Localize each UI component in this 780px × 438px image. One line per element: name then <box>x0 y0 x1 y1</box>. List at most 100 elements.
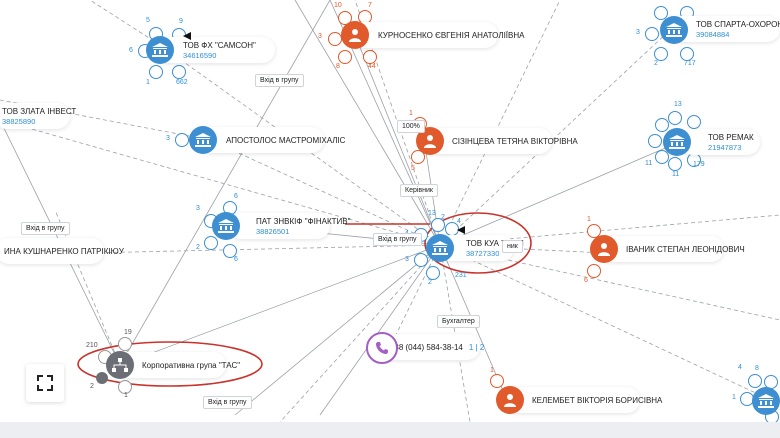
count: 1 <box>587 216 591 223</box>
kua-badge[interactable] <box>426 266 440 280</box>
remak-badge[interactable] <box>655 118 669 132</box>
remak-badge[interactable] <box>648 134 662 148</box>
edge-label-head-partial[interactable]: ник <box>502 240 523 253</box>
expand-button[interactable] <box>26 364 64 402</box>
count: 6 <box>234 256 238 263</box>
count: 13 <box>674 101 682 108</box>
node-label-zlata[interactable]: ТОВ ЗЛАТА ІНВЕСТ 38825890 <box>0 103 76 129</box>
samson-badge[interactable] <box>149 65 163 79</box>
count: 1 <box>490 367 494 374</box>
count: 8 <box>336 63 340 70</box>
person-icon <box>598 243 610 256</box>
arrow-icon <box>457 226 465 234</box>
company-node-bottom-right[interactable] <box>752 387 780 415</box>
count: 2 <box>654 60 658 67</box>
arrow-icon <box>183 32 191 40</box>
company-node-samson[interactable] <box>146 36 174 64</box>
count: 2 <box>196 244 200 251</box>
person-node-ivanyk[interactable] <box>590 235 618 263</box>
count: 5 <box>146 17 150 24</box>
sparta-badge[interactable] <box>654 6 668 20</box>
phone-node[interactable] <box>366 332 398 364</box>
node-label-ivanyk[interactable]: ІВАНИК СТЕПАН ЛЕОНІДОВИЧ <box>598 236 745 262</box>
org-chart-icon <box>112 358 128 372</box>
person-node-kurosenko[interactable] <box>341 21 369 49</box>
company-node-sparta[interactable] <box>660 16 688 44</box>
company-node-finaktyv[interactable] <box>212 212 240 240</box>
samson-badge[interactable] <box>172 65 186 79</box>
bank-icon <box>218 219 234 233</box>
edge-label-group-entry[interactable]: Вхід в групу <box>373 233 422 246</box>
node-label-finaktyv[interactable]: ПАТ ЗНВКІФ "ФІНАКТИВ" 38826501 <box>228 213 350 239</box>
bank-icon <box>195 133 211 147</box>
edge-label-share[interactable]: 100% <box>397 120 425 133</box>
count: 1 <box>732 394 736 401</box>
node-label-remak[interactable]: ТОВ РЕМАК 21947873 <box>680 129 760 155</box>
finaktyv-badge[interactable] <box>204 236 218 250</box>
node-label-kushnarenko[interactable]: ИНА КУШНАРЕНКО ПАТРІКІЮУ <box>0 238 124 264</box>
phone-pager[interactable]: 1 | 2 <box>468 342 485 352</box>
node-label-samson[interactable]: ТОВ ФХ "САМСОН" 34616590 <box>155 37 275 63</box>
sparta-badge[interactable] <box>645 27 659 41</box>
count: 3 <box>405 256 409 263</box>
syzintseva-badge[interactable] <box>411 150 425 164</box>
count: 231 <box>455 272 467 279</box>
edge-label-head[interactable]: Керівник <box>400 184 438 197</box>
finaktyv-badge[interactable] <box>223 244 237 258</box>
count: 10 <box>334 2 342 9</box>
remak-badge[interactable] <box>668 157 682 171</box>
kurosenko-badge[interactable] <box>363 50 377 64</box>
edge-label-group-entry[interactable]: Вхід в групу <box>203 396 252 409</box>
kelembet-badge[interactable] <box>490 374 504 388</box>
bottom-strip <box>0 422 780 438</box>
person-icon <box>424 135 436 148</box>
br-badge[interactable] <box>748 374 762 388</box>
tas-badge[interactable] <box>96 372 108 384</box>
node-label-mastromikhalis[interactable]: АПОСТОЛОС МАСТРОМІХАЛІС <box>198 127 345 153</box>
person-node-kelembet[interactable] <box>496 386 524 414</box>
phone-icon <box>376 342 388 354</box>
count: 2 <box>90 383 94 390</box>
edge-label-accountant[interactable]: Бухгалтер <box>437 315 480 328</box>
count: 1 <box>124 392 128 399</box>
kua-badge[interactable] <box>431 218 445 232</box>
count: 6 <box>129 47 133 54</box>
remak-badge[interactable] <box>687 115 701 129</box>
bank-icon <box>432 241 448 255</box>
tas-badge[interactable] <box>118 380 132 394</box>
kurosenko-badge[interactable] <box>338 50 352 64</box>
count: 13 <box>428 210 436 217</box>
node-label-kelembet[interactable]: КЕЛЕМБЕТ ВІКТОРІЯ БОРИСІВНА <box>504 387 662 413</box>
count: 5 <box>411 165 415 172</box>
company-node-kua-temp[interactable] <box>426 234 454 262</box>
kua-badge[interactable] <box>414 253 428 267</box>
remak-badge[interactable] <box>655 150 669 164</box>
count: 2 <box>441 214 445 221</box>
kurosenko-badge[interactable] <box>328 32 342 46</box>
company-node-mastromikhalis[interactable] <box>189 126 217 154</box>
sparta-badge[interactable] <box>680 47 694 61</box>
count: 8 <box>755 365 759 372</box>
node-label-syzintseva[interactable]: СІЗІНЦЕВА ТЕТЯНА ВІКТОРІВНА <box>424 128 578 154</box>
tas-badge[interactable] <box>118 337 132 351</box>
sparta-badge[interactable] <box>654 47 668 61</box>
ivanyk-badge[interactable] <box>587 264 601 278</box>
remak-badge[interactable] <box>668 111 682 125</box>
graph-canvas[interactable]: 5 9 6 1 662 ТОВ ФХ "САМСОН" 34616590 10 … <box>0 0 780 422</box>
edge-label-group-entry[interactable]: Вхід в групу <box>21 222 70 235</box>
bank-icon <box>669 135 685 149</box>
bank-icon <box>152 43 168 57</box>
count: 717 <box>684 60 696 67</box>
mastro-badge[interactable] <box>175 133 189 147</box>
edge-label-group-entry[interactable]: Вхід в групу <box>255 74 304 87</box>
count: 3 <box>166 135 170 142</box>
bank-icon <box>758 394 774 408</box>
count: 3 <box>318 33 322 40</box>
company-node-remak[interactable] <box>663 128 691 156</box>
count: 7 <box>368 2 372 9</box>
count: 210 <box>86 342 98 349</box>
group-node-tas[interactable] <box>106 351 134 379</box>
count: 19 <box>124 329 132 336</box>
node-label-kurosenko[interactable]: КУРНОСЕНКО ЄВГЕНІЯ АНАТОЛІЇВНА <box>350 22 524 48</box>
count: 6 <box>234 193 238 200</box>
